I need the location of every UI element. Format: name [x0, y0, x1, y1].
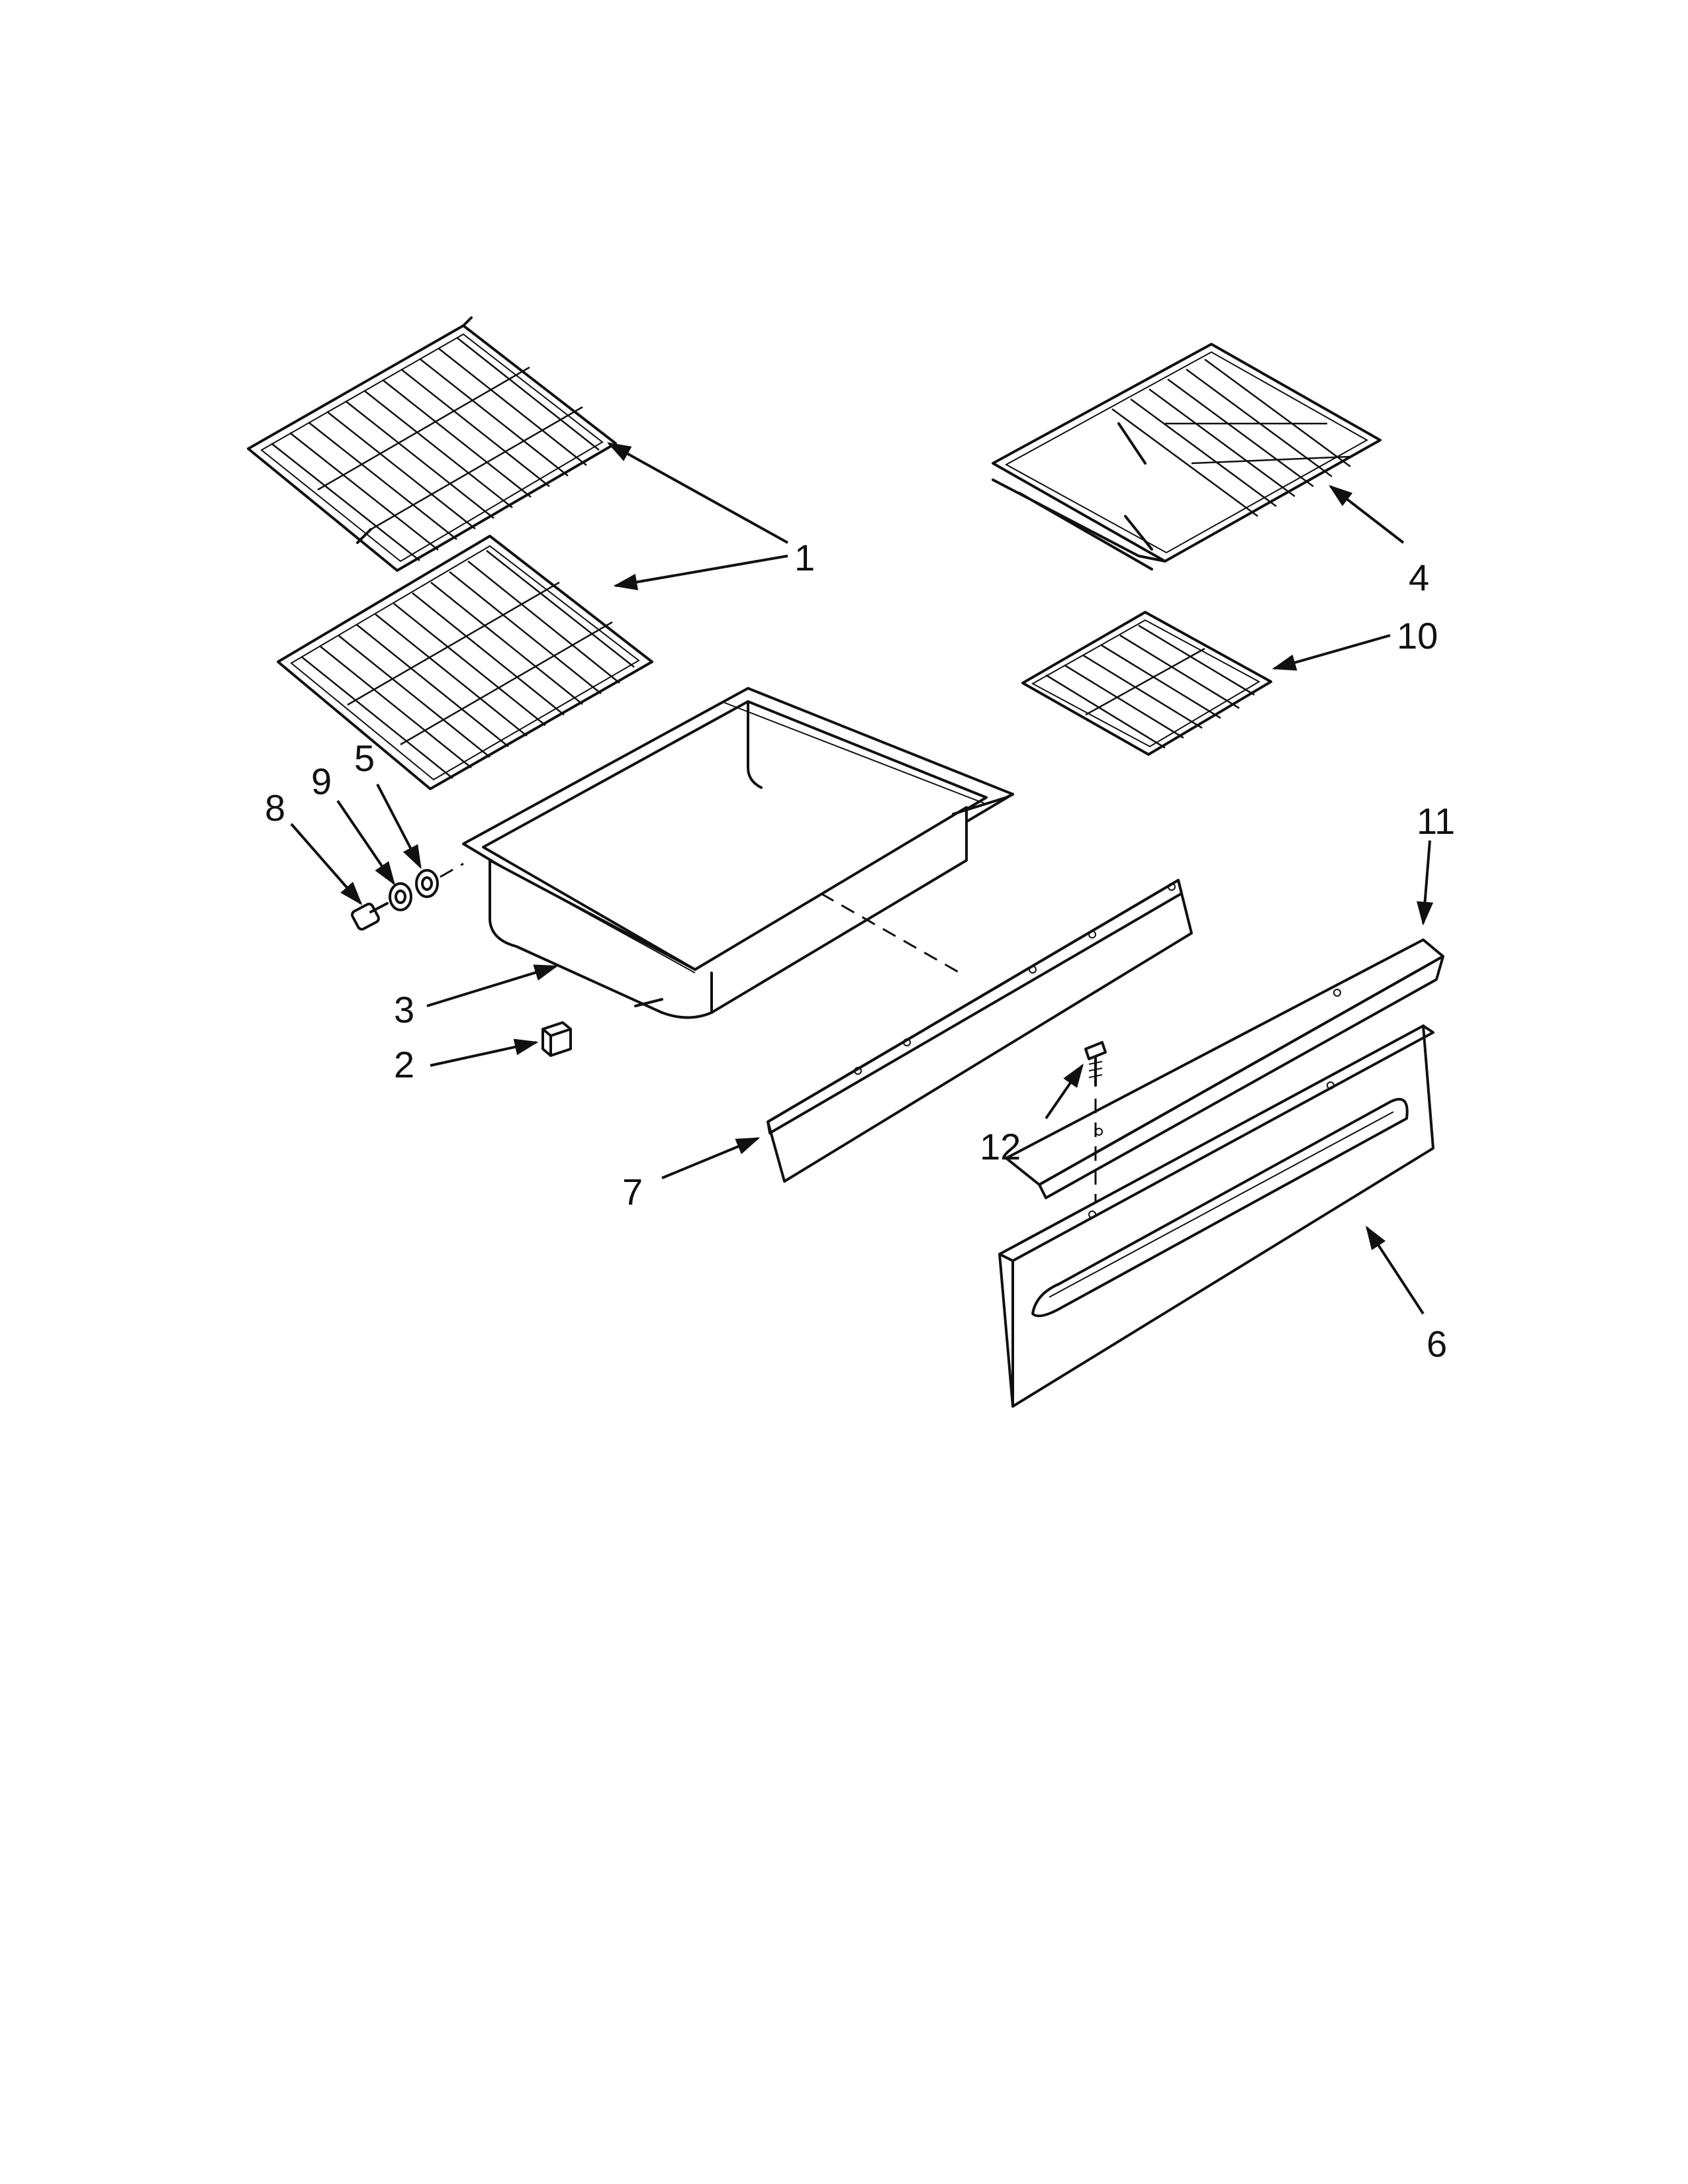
- callout-4: 4: [1409, 557, 1429, 598]
- callout-3: 3: [394, 989, 414, 1030]
- leader-1a: [606, 442, 788, 544]
- callout-9: 9: [311, 760, 332, 802]
- drawer-front-panel: [767, 879, 1193, 1183]
- half-rack: [1021, 611, 1272, 756]
- leader-11: [1417, 840, 1434, 926]
- bumper: [541, 1021, 572, 1057]
- leader-12: [1045, 1064, 1084, 1120]
- drawer-front: [998, 1024, 1434, 1408]
- leader-2: [430, 1038, 539, 1067]
- callout-7: 7: [622, 1171, 643, 1212]
- callout-1: 1: [794, 537, 815, 578]
- leader-8: [290, 823, 363, 905]
- glide-bearing: [389, 882, 412, 911]
- leader-3: [426, 964, 559, 1007]
- callout-11: 11: [1417, 800, 1455, 842]
- handle-trim: [1005, 938, 1444, 1199]
- alignment-dash-drawer: [820, 892, 961, 974]
- oven-rack-lower: [277, 535, 653, 790]
- roll-out-rack: [992, 343, 1382, 570]
- leader-7: [661, 1137, 761, 1179]
- oven-rack-upper: [247, 316, 617, 572]
- callout-12: 12: [980, 1126, 1021, 1167]
- callout-2: 2: [394, 1044, 414, 1085]
- leader-4: [1329, 484, 1405, 544]
- screw: [1084, 1041, 1107, 1087]
- alignment-dash-glide: [440, 862, 464, 878]
- leader-6: [1366, 1225, 1425, 1315]
- leader-10: [1272, 634, 1391, 671]
- glide-bolt: [351, 902, 389, 931]
- leader-5: [376, 784, 422, 870]
- drawer: [462, 687, 1014, 1019]
- callout-10: 10: [1397, 615, 1438, 657]
- leader-9: [336, 799, 396, 886]
- callout-8: 8: [265, 787, 285, 829]
- callout-5: 5: [354, 737, 375, 779]
- leader-1b: [613, 555, 788, 590]
- glide-nut: [415, 869, 439, 898]
- leader-lines: [290, 442, 1434, 1315]
- callout-6: 6: [1427, 1323, 1447, 1365]
